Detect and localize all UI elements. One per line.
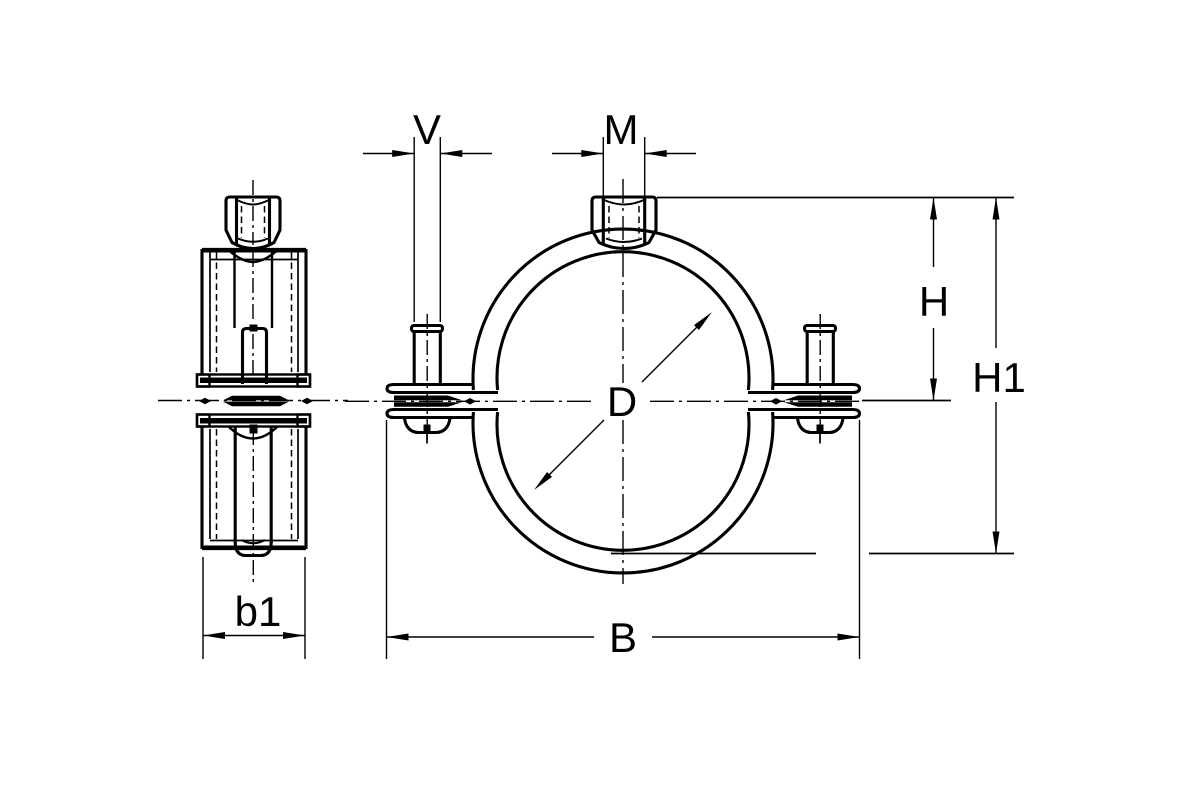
dimension-b: B xyxy=(385,420,861,661)
side-view-upper-body xyxy=(200,247,308,374)
front-view-hex-nut xyxy=(590,195,658,251)
dim-label-b1: b1 xyxy=(235,588,282,635)
dimension-h1: H1 xyxy=(972,197,1026,554)
side-view: b1 xyxy=(158,180,348,659)
dim-label-d: D xyxy=(607,378,637,425)
dimension-h: H xyxy=(919,197,949,401)
dim-label-h1: H1 xyxy=(972,354,1026,401)
dim-label-m: M xyxy=(604,106,639,153)
dim-label-v: V xyxy=(413,106,441,153)
dim-label-b: B xyxy=(609,614,637,661)
dimension-b1: b1 xyxy=(202,557,306,659)
front-view-centerlines xyxy=(345,179,861,584)
dimension-m: M xyxy=(552,106,696,204)
dim-label-h: H xyxy=(919,278,949,325)
side-view-upper-screw xyxy=(240,324,269,384)
dimension-v: V xyxy=(363,106,492,322)
height-extension-lines xyxy=(611,196,1014,555)
front-view: D xyxy=(345,179,862,584)
front-view-serrations xyxy=(394,395,852,407)
side-view-centerlines xyxy=(158,180,348,586)
dimension-d: D xyxy=(534,312,712,490)
side-view-serrations xyxy=(199,395,313,407)
